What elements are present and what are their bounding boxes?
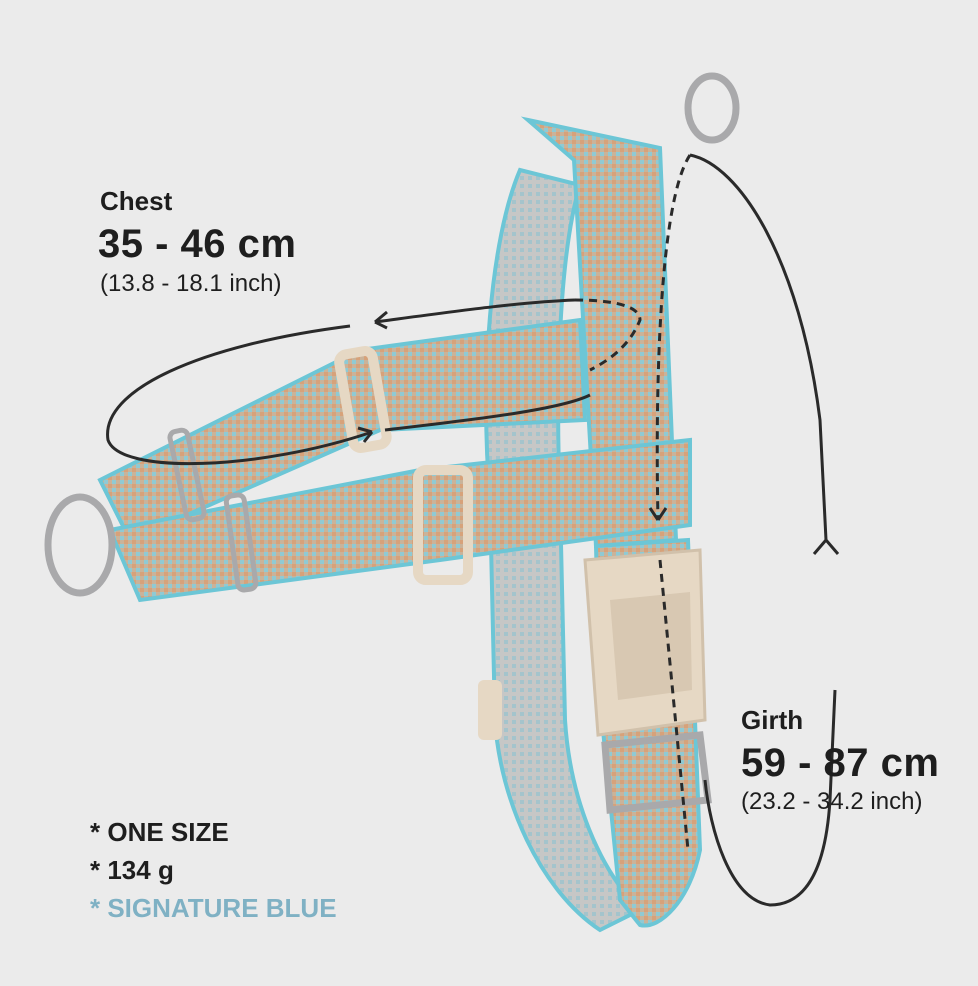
girth-imperial-value: (23.2 - 34.2 inch) xyxy=(741,788,923,815)
strap-sliders xyxy=(167,346,502,740)
girth-measure-line xyxy=(648,153,840,907)
spec-size: * ONE SIZE xyxy=(90,817,229,847)
spec-weight: * 134 g xyxy=(90,855,174,885)
girth-metric-value: 59 - 87 cm xyxy=(741,741,940,785)
buckle xyxy=(583,548,707,737)
chest-metric-value: 35 - 46 cm xyxy=(98,222,297,266)
top-d-ring xyxy=(684,72,740,144)
spec-color: * SIGNATURE BLUE xyxy=(90,893,337,923)
chest-label: Chest xyxy=(100,186,173,216)
left-d-ring xyxy=(44,493,116,597)
girth-label: Girth xyxy=(741,705,804,735)
chest-measure-line xyxy=(106,298,642,466)
chest-imperial-value: (13.8 - 18.1 inch) xyxy=(100,270,282,297)
